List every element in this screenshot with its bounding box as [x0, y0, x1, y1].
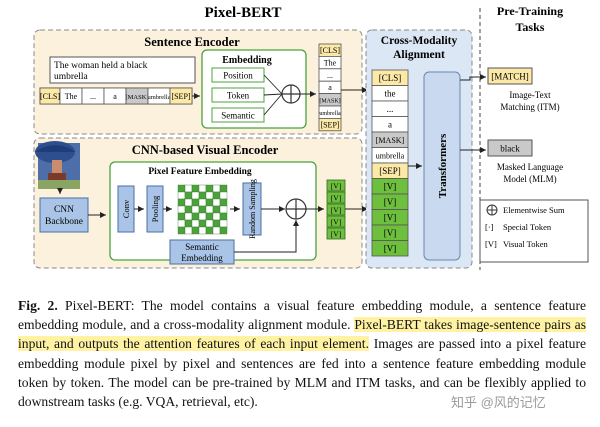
- visual-output-token-text: [V]: [331, 206, 341, 215]
- alignment-token-text: [V]: [384, 197, 397, 207]
- pretraining-title-line2: Tasks: [516, 20, 545, 34]
- legend-symbol: [V]: [485, 239, 497, 249]
- task-label-line-2: Model (MLM): [503, 174, 556, 184]
- embedding-item-label: Position: [223, 71, 253, 81]
- sentence-token-text: [MASK]: [125, 94, 148, 101]
- sentence-output-token-text: [CLS]: [320, 46, 340, 55]
- pooling-label: Pooling: [150, 195, 160, 222]
- embedding-title: Embedding: [222, 55, 271, 66]
- legend-box: [479, 199, 589, 263]
- sentence-token-text: umbrella: [147, 94, 170, 101]
- conv-label: Conv: [121, 199, 131, 218]
- random-sampling-label: Random Sampling: [248, 179, 257, 239]
- semantic-embedding-box: [169, 239, 235, 265]
- visual-output-token: [326, 227, 346, 240]
- alignment-token-text: a: [388, 120, 392, 130]
- task-label-line-2: Matching (ITM): [500, 102, 559, 112]
- sentence-output-token: [318, 118, 342, 132]
- cnn-backbone-label-2: Backbone: [45, 217, 83, 227]
- sentence-output-token-text: umbrella: [319, 111, 341, 117]
- alignment-token: [371, 240, 409, 257]
- sentence-token-text: ...: [90, 92, 96, 101]
- caption-fig-label: Fig. 2.: [18, 298, 58, 313]
- visual-encoder-title: CNN-based Visual Encoder: [132, 143, 279, 157]
- sentence-output-token-text: ...: [327, 71, 333, 80]
- sentence-output-token-text: a: [328, 83, 332, 92]
- sentence-line-2: umbrella: [54, 72, 89, 82]
- visual-output-token: [326, 191, 346, 204]
- alignment-title-2: Alignment: [393, 49, 445, 61]
- task-token: [487, 139, 533, 157]
- visual-output-token-text: [V]: [331, 194, 341, 203]
- task-label-line-1: Masked Language: [497, 162, 563, 172]
- sentence-output-tokens: [CLS] The... a [MASK] umbrella [SEP]: [318, 43, 342, 132]
- alignment-token-column: [CLS] the... a [MASK] umbrella [SEP] [V] [V] [V]…: [371, 69, 409, 257]
- task-label-line-1: Image-Text: [509, 90, 551, 100]
- alignment-token-text: [MASK]: [376, 136, 405, 145]
- legend-label: Visual Token: [503, 239, 549, 249]
- visual-output-token: [326, 179, 346, 192]
- legend-label: Elementwise Sum: [503, 205, 565, 215]
- sentence-token-text: [CLS]: [40, 92, 60, 101]
- caption-part-2: Images are passed into a pixel feature e…: [18, 336, 587, 410]
- visual-output-token-text: [V]: [331, 218, 341, 227]
- pixel-bert-figure: Pixel-BERT Pre-Training Tasks Sentence E…: [33, 4, 589, 270]
- watermark-text: 知乎 @风的记忆: [451, 395, 546, 410]
- feature-map-grid: [177, 184, 228, 235]
- task-token-text: black: [500, 144, 520, 154]
- sentence-token-text: The: [65, 92, 78, 101]
- sentence-token-text: [SEP]: [171, 92, 190, 101]
- cnn-backbone-box: [39, 197, 89, 233]
- alignment-token-text: [V]: [384, 244, 397, 254]
- visual-output-tokens: [V] [V] [V] [V] [V]: [326, 179, 346, 240]
- transformers-block: [423, 71, 461, 261]
- visual-output-token-text: [V]: [331, 182, 341, 191]
- transformers-label: Transformers: [437, 133, 449, 198]
- pretraining-title-line1: Pre-Training: [497, 4, 563, 18]
- semantic-embedding-label-2: Embedding: [181, 253, 223, 263]
- alignment-token-text: umbrella: [376, 152, 405, 161]
- task-token: [487, 67, 533, 85]
- task-token-text: [MATCH]: [491, 72, 529, 82]
- alignment-token-text: [SEP]: [379, 166, 401, 176]
- sentence-output-token-text: The: [324, 58, 337, 67]
- legend-items: Elementwise Sum [·] Special Token [V] Visual…: [485, 204, 565, 249]
- sentence-token-text: a: [113, 92, 117, 101]
- pixel-feature-embedding-title: Pixel Feature Embedding: [148, 167, 252, 177]
- cnn-backbone-label-1: CNN: [54, 205, 74, 215]
- alignment-token-text: [V]: [384, 213, 397, 223]
- figure-title: Pixel-BERT: [205, 5, 282, 21]
- sentence-token-row: [CLS] The... a [MASK]umbrella[SEP]: [39, 87, 193, 105]
- visual-output-token: [326, 215, 346, 228]
- visual-output-token-text: [V]: [331, 230, 341, 239]
- alignment-title-1: Cross-Modality: [381, 35, 458, 47]
- sentence-input-box: [49, 56, 196, 84]
- embedding-item-label: Semantic: [221, 111, 255, 121]
- legend-label: Special Token: [503, 222, 552, 232]
- sentence-encoder-title: Sentence Encoder: [144, 35, 240, 49]
- figure-caption: Fig. 2. Pixel-BERT: The model contains a…: [18, 296, 586, 411]
- input-image: [35, 141, 80, 189]
- caption-part-1: Pixel-BERT: The model contains a visual …: [18, 298, 586, 333]
- sentence-output-token-text: [SEP]: [320, 120, 339, 129]
- sentence-output-token-text: [MASK]: [319, 99, 340, 105]
- embedding-item-label: Token: [227, 91, 250, 101]
- alignment-token-text: [V]: [384, 182, 397, 192]
- sentence-line-1: The woman held a black: [54, 61, 148, 71]
- alignment-token-text: ...: [387, 104, 394, 114]
- semantic-embedding-label-1: Semantic: [185, 242, 219, 252]
- alignment-token-text: [V]: [384, 228, 397, 238]
- legend-symbol: [·]: [485, 222, 494, 232]
- alignment-token-text: [CLS]: [379, 73, 402, 83]
- alignment-token-text: the: [385, 89, 396, 99]
